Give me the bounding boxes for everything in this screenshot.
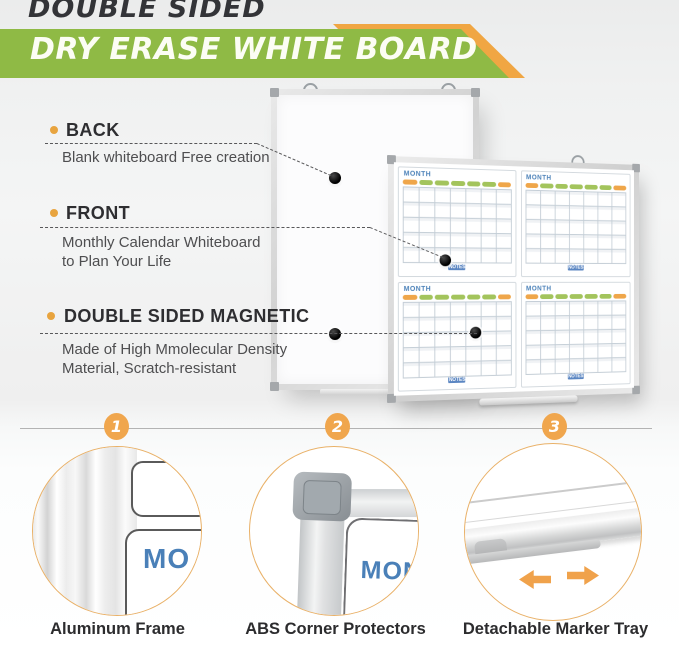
calendar-month-panel: MONTH NOTES — [398, 166, 516, 276]
callout-magnetic-label: DOUBLE SIDED MAGNETIC — [64, 306, 309, 327]
day-pill — [435, 294, 449, 299]
abs-corner-protector — [292, 472, 352, 522]
month-label: MONTH — [521, 282, 629, 294]
day-pill — [570, 294, 583, 299]
calendar-grid — [403, 186, 512, 263]
day-pill — [585, 185, 598, 190]
day-pill — [540, 294, 553, 299]
day-pill — [614, 293, 627, 298]
day-pill — [540, 183, 553, 188]
day-pill — [419, 294, 433, 299]
weekday-pill-row — [521, 293, 629, 298]
calendar-month-panel: MONTH NOTES — [521, 170, 631, 276]
feature-number-badge: 2 — [325, 413, 350, 440]
callout-front-text: Monthly Calendar Whiteboard to Plan Your… — [62, 233, 260, 271]
day-pill — [435, 180, 449, 185]
day-pill — [570, 184, 583, 189]
bullet-dot — [50, 126, 58, 134]
day-pill — [599, 294, 612, 299]
callout-line — [40, 333, 477, 334]
corner-protector — [471, 88, 480, 97]
magnet-dot — [329, 328, 341, 340]
feature-label-corner-protectors: ABS Corner Protectors — [228, 620, 443, 639]
corner-protector-closeup: MONT SU — [249, 446, 419, 616]
magnet-dot — [329, 172, 341, 184]
weekday-pill-partial: SU — [373, 603, 419, 616]
feature-number-badge: 3 — [542, 413, 567, 440]
day-pill — [451, 181, 465, 186]
weekday-pill-row — [399, 294, 515, 300]
month-label-partial: MO — [143, 543, 190, 575]
callout-magnetic-text-line2: Material, Scratch-resistant — [62, 359, 287, 378]
day-pill — [498, 182, 512, 187]
callout-magnetic-text: Made of High Mmolecular Density Material… — [62, 340, 287, 378]
calendar-month-panel: MONTH NOTES — [521, 281, 631, 387]
day-pill — [467, 294, 481, 299]
zoom-circle-aluminum-frame: MO — [32, 446, 202, 616]
feature-label-marker-tray: Detachable Marker Tray — [448, 620, 663, 639]
calendar-surface: MONTH NOTES MONTH NOTES MONTH NOTES — [394, 162, 634, 396]
calendar-panel-corner — [131, 461, 202, 517]
banner-title: DRY ERASE WHITE BOARD — [30, 32, 478, 67]
calendar-month-panel: MONTH NOTES — [398, 281, 516, 391]
aluminum-frame-closeup — [32, 446, 137, 616]
zoom-circle-corner-protector: MONT SU — [249, 446, 419, 616]
callout-line — [45, 143, 257, 144]
bullet-dot — [50, 209, 58, 217]
callout-back-text: Blank whiteboard Free creation — [62, 148, 270, 167]
day-pill — [403, 294, 417, 299]
callout-front-text-line2: to Plan Your Life — [62, 252, 260, 271]
day-pill — [525, 294, 538, 299]
calendar-grid — [403, 301, 512, 378]
day-pill — [585, 294, 598, 299]
month-label: MONTH — [399, 282, 515, 294]
day-pill — [419, 180, 433, 185]
board-surface-closeup: MONT SU — [342, 517, 419, 616]
calendar-panel-corner: MO — [125, 529, 202, 616]
day-pill — [451, 294, 465, 299]
bullet-dot — [47, 312, 55, 320]
calendar-whiteboard: MONTH NOTES MONTH NOTES MONTH NOTES — [388, 156, 639, 402]
feature-label-aluminum-frame: Aluminum Frame — [25, 620, 210, 639]
day-pill — [525, 183, 538, 188]
callout-front-label: FRONT — [66, 203, 130, 224]
feature-number-badge: 1 — [104, 413, 129, 440]
callout-magnetic-text-line1: Made of High Mmolecular Density — [62, 340, 287, 359]
day-pill — [498, 294, 512, 299]
calendar-board-frame: MONTH NOTES MONTH NOTES MONTH NOTES — [388, 156, 639, 402]
day-pill — [555, 184, 568, 189]
calendar-grid — [525, 300, 626, 375]
day-pill — [403, 179, 417, 184]
calendar-grid — [525, 190, 626, 264]
callout-line — [40, 227, 370, 228]
board-edge-line — [464, 477, 642, 506]
day-pill — [482, 182, 496, 187]
title-banner: DRY ERASE WHITE BOARD — [0, 24, 525, 78]
corner-protector — [270, 382, 279, 391]
notes-label: NOTES — [449, 264, 466, 270]
corner-protector — [270, 88, 279, 97]
page-title: DOUBLE SIDED — [28, 0, 266, 24]
day-pill — [599, 185, 612, 190]
month-label-partial: MONT — [360, 556, 419, 588]
notes-label: NOTES — [568, 373, 584, 379]
corner-protector-inset — [303, 480, 342, 515]
callout-back-label: BACK — [66, 120, 120, 141]
zoom-circle-marker-tray — [464, 443, 642, 621]
callout-front-text-line1: Monthly Calendar Whiteboard — [62, 233, 260, 252]
day-pill — [555, 294, 568, 299]
day-pill — [467, 181, 481, 186]
arrow-right-icon — [567, 566, 599, 585]
day-pill — [614, 185, 627, 190]
notes-label: NOTES — [449, 377, 466, 383]
notes-label: NOTES — [568, 264, 584, 270]
arrow-left-icon — [519, 570, 551, 589]
day-pill — [482, 294, 496, 299]
